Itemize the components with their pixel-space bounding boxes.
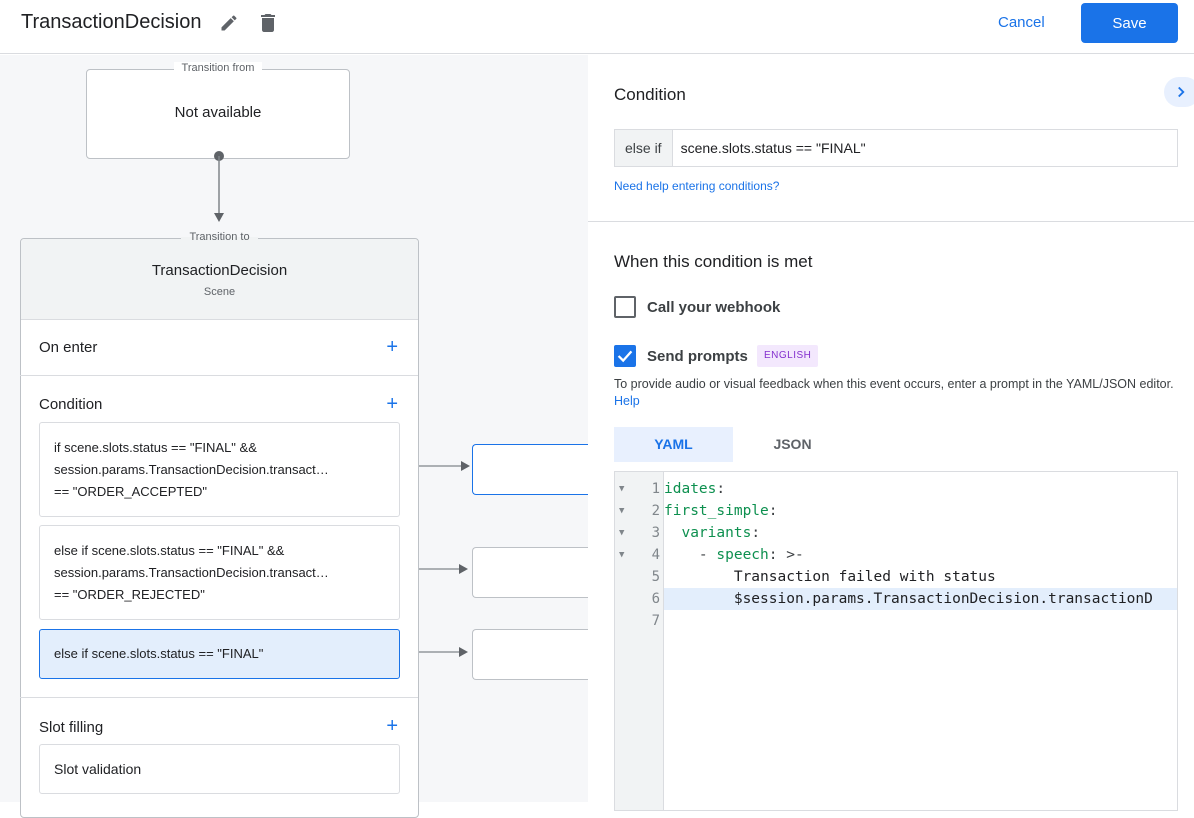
add-slot-icon[interactable]: + [386,715,398,737]
transition-target-box[interactable] [472,547,592,598]
transition-to-legend: Transition to [181,231,258,243]
condition-line: if scene.slots.status == "FINAL" && [54,439,257,455]
condition-line: == "ORDER_REJECTED" [54,586,205,602]
condition-line: == "ORDER_ACCEPTED" [54,483,207,499]
slot-validation-item[interactable]: Slot validation [39,744,400,794]
condition-label: Condition [39,396,103,413]
line-number: 6 [651,591,660,607]
code-line: 7 [652,610,1177,632]
editor-gutter [615,472,664,810]
prompt-description: To provide audio or visual feedback when… [614,376,1174,410]
flow-canvas: Transition from Not available Transition… [0,55,592,818]
transition-from-legend: Transition from [173,62,263,74]
code-line: ▼3 variants: [619,522,1177,544]
condition-input-group: else if scene.slots.status == "FINAL" [614,129,1178,167]
on-enter-label: On enter [39,339,98,356]
slot-validation-label: Slot validation [54,761,142,777]
fold-icon[interactable]: ▼ [619,484,625,494]
line-number: 7 [651,613,660,629]
condition-item-selected[interactable]: else if scene.slots.status == "FINAL" [39,629,400,679]
help-link[interactable]: Help [614,394,640,408]
scene-title: TransactionDecision [21,11,202,33]
condition-line: session.params.TransactionDecision.trans… [54,461,329,477]
condition-item[interactable]: else if scene.slots.status == "FINAL" &&… [39,525,400,620]
condition-help-link[interactable]: Need help entering conditions? [614,179,780,193]
transition-target-box[interactable] [472,444,592,495]
line-number: 2 [651,503,660,519]
webhook-checkbox[interactable] [614,296,636,318]
fold-icon[interactable]: ▼ [619,528,625,538]
condition-section: Condition + [20,375,418,697]
language-badge: ENGLISH [757,345,819,367]
fold-icon[interactable]: ▼ [619,550,625,560]
prompts-checkbox[interactable] [614,345,636,367]
line-number: 1 [651,481,660,497]
save-button[interactable]: Save [1081,3,1178,43]
divider [588,221,1194,222]
transition-from-box: Transition from Not available [86,62,350,159]
webhook-label: Call your webhook [647,299,781,316]
add-on-enter-icon[interactable]: + [386,336,398,358]
transition-from-value: Not available [174,104,262,121]
tab-json[interactable]: JSON [773,436,812,452]
line-number: 4 [651,547,660,563]
pencil-icon[interactable] [219,13,239,33]
condition-line: session.params.TransactionDecision.trans… [54,564,329,580]
code-line: 5 Transaction failed with status [652,566,1177,588]
condition-title: Condition [614,85,686,104]
tab-yaml[interactable]: YAML [614,427,733,462]
slot-filling-label: Slot filling [39,719,104,736]
add-condition-icon[interactable]: + [386,393,398,415]
description-text: To provide audio or visual feedback when… [614,377,1174,391]
on-enter-section[interactable]: On enter + [20,319,418,375]
line-number: 3 [651,525,660,541]
header: TransactionDecision Cancel Save [0,0,1194,54]
code-line: 6 $session.params.TransactionDecision.tr… [652,588,1177,610]
scene-name: TransactionDecision [151,262,288,279]
condition-panel: Condition else if scene.slots.status == … [588,55,1194,811]
check-icon [617,350,633,363]
chevron-right-icon [1178,86,1185,98]
met-title: When this condition is met [614,252,813,271]
fold-icon[interactable]: ▼ [619,506,625,516]
slot-filling-section: Slot filling + [20,697,418,802]
collapse-panel-button[interactable] [1164,77,1194,107]
scene-type: Scene [203,286,236,298]
condition-line: else if scene.slots.status == "FINAL" && [54,542,285,558]
line-number: 5 [651,569,660,585]
condition-item[interactable]: if scene.slots.status == "FINAL" && sessi… [39,422,400,517]
trash-icon[interactable] [256,11,280,35]
transition-target-box[interactable] [472,629,592,680]
cancel-button[interactable]: Cancel [990,12,1053,33]
condition-line: else if scene.slots.status == "FINAL" [54,646,264,661]
condition-input[interactable]: scene.slots.status == "FINAL" [680,140,866,156]
condition-prefix: else if [615,130,673,166]
prompts-label: Send prompts [647,348,748,365]
code-line: ▼4 - speech: >- [619,544,1177,566]
